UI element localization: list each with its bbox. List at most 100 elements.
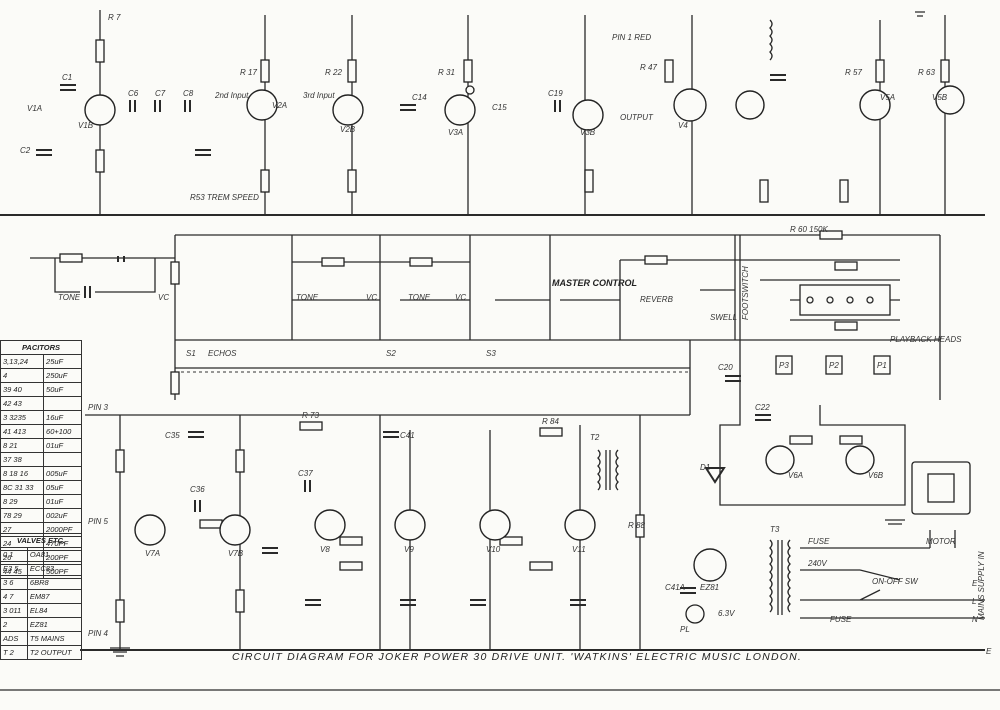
label-c1: C1	[62, 73, 72, 82]
label-playback-heads: PLAYBACK HEADS	[890, 335, 962, 344]
label-footswitch: FOOTSWITCH	[741, 266, 750, 320]
label-s3: S3	[486, 349, 496, 358]
label-tone-3: TONE	[408, 293, 431, 302]
ground-symbols	[110, 11, 925, 657]
label-pin1: PIN 1 RED	[612, 33, 651, 42]
label-pin3: PIN 3	[88, 403, 109, 412]
diagram-caption: CIRCUIT DIAGRAM FOR JOKER POWER 30 DRIVE…	[232, 651, 803, 663]
label-input2: 3rd Input	[303, 91, 335, 100]
label-c7: C7	[155, 89, 166, 98]
label-c35: C35	[165, 431, 180, 440]
label-pin4: PIN 4	[88, 629, 109, 638]
label-v2a: V2A	[272, 101, 287, 110]
capacitor-table-ref-cell: 37 38	[0, 452, 45, 467]
transformers	[597, 19, 791, 615]
label-r7: R 7	[108, 13, 121, 22]
capacitor-table-value-cell: 25uF	[43, 354, 82, 369]
label-v1b: V1B	[78, 121, 94, 130]
valve-table-ref-cell: 3 6	[0, 575, 28, 590]
label-echos: ECHOS	[208, 349, 237, 358]
valve-table-ref-cell: T 2	[0, 645, 28, 660]
reverb-network	[620, 259, 900, 321]
capacitor-table-value-cell: 05uF	[43, 480, 82, 495]
label-vc-2: VC	[366, 293, 377, 302]
capacitor-table-value-cell: 50uF	[43, 382, 82, 397]
label-r88: R 88	[628, 521, 645, 530]
capacitor-table-value-cell: 250uF	[43, 368, 82, 383]
capacitor-table-value-cell: 01uF	[43, 494, 82, 509]
capacitor-table-ref-cell: 39 40	[0, 382, 45, 397]
junction-marker	[465, 85, 475, 95]
label-v3b: V3B	[580, 128, 596, 137]
capacitor-table-ref-cell: 3 3235	[0, 410, 45, 425]
label-c41: C41	[400, 431, 415, 440]
label-tone-2: TONE	[296, 293, 319, 302]
label-c36: C36	[190, 485, 205, 494]
valve-table-ref-cell: 3 011	[0, 603, 28, 618]
label-c14: C14	[412, 93, 427, 102]
valves	[84, 85, 965, 582]
label-r60: R 60 150K	[790, 225, 828, 234]
valve-table-value-cell: OA81	[26, 547, 83, 562]
label-r73: R 73	[302, 411, 319, 420]
valve-table-value-cell: 6BR8	[26, 575, 83, 590]
valve-table-value-cell: T5 MAINS	[26, 631, 83, 646]
label-p2: P2	[829, 361, 839, 370]
label-l-terminal: L	[972, 597, 976, 606]
capacitors	[36, 74, 786, 606]
label-on-off: ON-OFF SW	[872, 577, 919, 586]
label-c22: C22	[755, 403, 770, 412]
resistors	[59, 39, 950, 623]
capacitor-table-ref-cell: 4	[0, 368, 45, 383]
capacitor-table-ref-cell: 3,13,24	[0, 354, 45, 369]
label-n-terminal: N	[972, 615, 978, 624]
valve-table-ref-cell: 0 1	[0, 547, 28, 562]
capacitor-table-row: 42 43	[0, 396, 82, 411]
capacitor-table-value-cell: 60+100	[43, 424, 82, 439]
label-c8: C8	[183, 89, 194, 98]
label-c2: C2	[20, 146, 31, 155]
capacitor-table-header: PACITORS	[0, 340, 82, 355]
valve-table-value-cell: EL84	[26, 603, 83, 618]
label-v3a: V3A	[448, 128, 463, 137]
label-v4: V4	[678, 121, 688, 130]
capacitor-table-ref-cell: 8C 31 33	[0, 480, 45, 495]
label-r63: R 63	[918, 68, 935, 77]
label-master-control: MASTER CONTROL	[552, 278, 637, 288]
capacitor-table-ref-cell: 8 21	[0, 438, 45, 453]
valve-table-value-cell: EZ81	[26, 617, 83, 632]
capacitor-table-ref-cell: 78 29	[0, 508, 45, 523]
label-v7b: V7B	[228, 549, 244, 558]
label-e-ground: E	[986, 647, 992, 656]
label-fuse-2: FUSE	[830, 615, 852, 624]
label-s1: S1	[186, 349, 196, 358]
capacitor-table-ref-cell: 42 43	[0, 396, 45, 411]
label-c6: C6	[128, 89, 139, 98]
label-motor-v: 240V	[807, 559, 827, 568]
label-e-terminal: E	[972, 579, 978, 588]
switch-block	[719, 235, 906, 506]
label-v5a: V5A	[880, 93, 895, 102]
label-vc-1: VC	[158, 293, 169, 302]
pilot-lamp	[685, 604, 705, 624]
capacitor-table-value-cell	[43, 452, 82, 467]
label-6v3: 6.3V	[718, 609, 735, 618]
capacitor-table-ref-cell: 41 413	[0, 424, 45, 439]
capacitor-table-ref-cell: 8 18 16	[0, 466, 45, 481]
label-r31: R 31	[438, 68, 455, 77]
label-v5b: V5B	[932, 93, 948, 102]
label-input1: 2nd Input	[214, 91, 249, 100]
